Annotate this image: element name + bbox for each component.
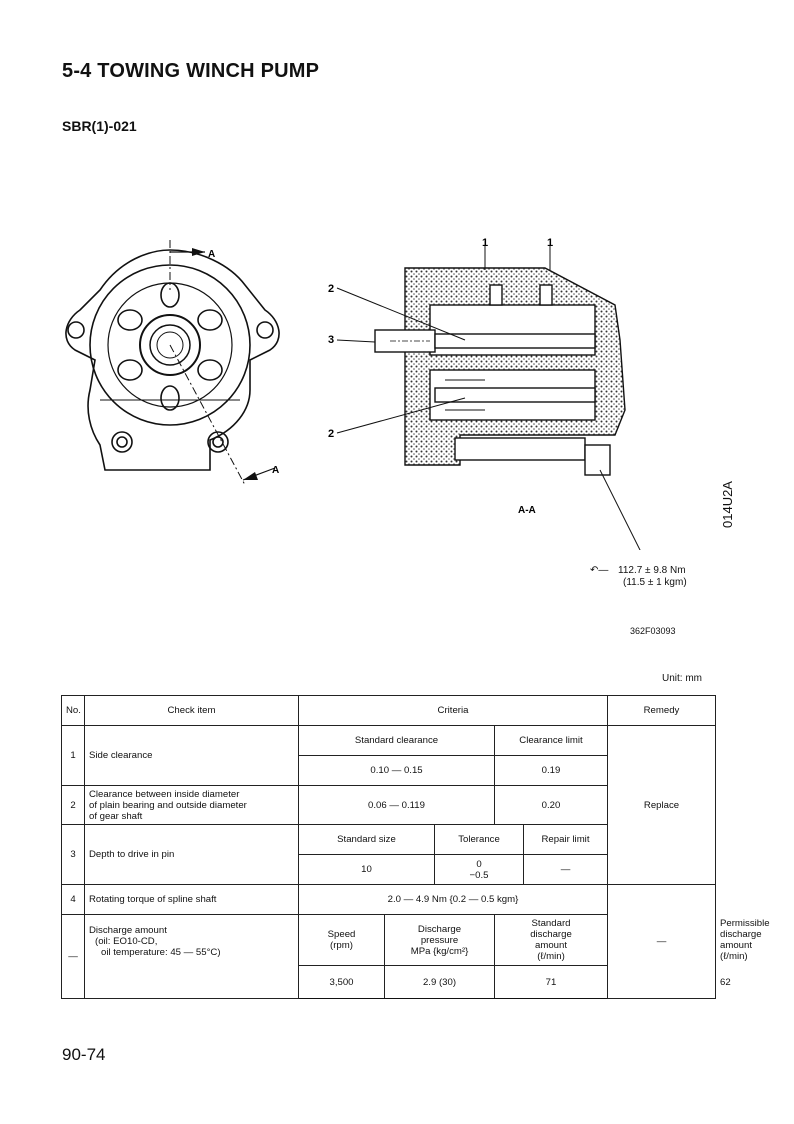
row3-tol: 0 −0.5: [434, 854, 524, 885]
row3-tol-upper: 0: [476, 858, 482, 870]
page-title: 5-4 TOWING WINCH PUMP: [62, 60, 320, 82]
callout-1-right: 1: [547, 237, 553, 249]
row2-item-l1: Clearance between inside diameter: [89, 788, 240, 800]
row3-no: 3: [61, 824, 85, 885]
callout-2-bottom: 2: [328, 428, 334, 440]
section-marker-top: A: [208, 249, 215, 260]
callout-1-left: 1: [482, 237, 488, 249]
row5-speed-l2: (rpm): [330, 940, 353, 951]
row2-item-l3: of gear shaft: [89, 810, 143, 822]
row5-speed-l1: Speed: [327, 929, 356, 940]
row5-std-amount-label: Standard discharge amount (ℓ/min): [494, 914, 608, 966]
unit-label: Unit: mm: [662, 673, 702, 684]
torque-line2: (11.5 ± 1 kgm): [623, 577, 687, 588]
row5-item-l3: oil temperature: 45 — 55°C): [101, 947, 221, 958]
header-no: No.: [61, 695, 85, 726]
row5-speed-label: Speed (rpm): [298, 914, 385, 966]
row2-no: 2: [61, 785, 85, 825]
pump-drawing: A A 1 1 2 3 2 A-A: [65, 237, 641, 550]
row4-item: Rotating torque of spline shaft: [84, 884, 299, 915]
remedy-replace: Replace: [607, 725, 716, 885]
row5-pdis-l1: Permissible: [720, 918, 770, 929]
spec-table: No. Check item Criteria Remedy 1 Side cl…: [61, 695, 770, 999]
row5-press-l2: pressure: [420, 934, 459, 946]
torque-line1: 112.7 ± 9.8 Nm: [618, 565, 686, 576]
row5-sdis-l1: Standard: [531, 918, 571, 929]
row5-pdis-l4: (ℓ/min): [720, 951, 748, 962]
front-view: [65, 240, 280, 486]
figure-code: 362F03093: [630, 626, 676, 636]
table-row: 1 Side clearance Standard clearance Clea…: [61, 725, 716, 885]
row4-value: 2.0 — 4.9 Nm {0.2 — 0.5 kgm}: [298, 884, 608, 915]
row5-press-l1: Discharge: [417, 923, 462, 935]
row5-pressure-label: Discharge pressure MPa {kg/cm²}: [384, 914, 495, 966]
torque-wrench-icon: ↶—: [590, 565, 609, 576]
section-view: [374, 245, 626, 476]
row3-repair: —: [523, 854, 608, 885]
model-code: SBR(1)-021: [62, 118, 137, 134]
row5-item-l2: (oil: EO10-CD,: [95, 936, 158, 947]
row5-sdis-l3: amount: [535, 940, 567, 951]
row1-std-label: Standard clearance: [298, 725, 495, 756]
row3-tol-lower: −0.5: [469, 869, 489, 881]
table-row: 4 Rotating torque of spline shaft 2.0 — …: [61, 884, 716, 999]
row3-item: Depth to drive in pin: [84, 824, 299, 885]
page-number: 90-74: [62, 1045, 106, 1064]
row1-limit-label: Clearance limit: [494, 725, 608, 756]
row5-speed: 3,500: [298, 965, 385, 999]
row3-size-label: Standard size: [298, 824, 435, 855]
header-criteria: Criteria: [298, 695, 608, 726]
torque-spec: ↶— 112.7 ± 9.8 Nm (11.5 ± 1 kgm): [590, 565, 687, 589]
callout-2-top: 2: [328, 283, 334, 295]
table-row: 3,500 2.9 (30) 71 62: [62, 965, 731, 999]
row3-size: 10: [298, 854, 435, 885]
row5-no: —: [61, 914, 85, 999]
row3-repair-label: Repair limit: [523, 824, 608, 855]
table-row: 0.10 — 0.15 0.19: [62, 755, 716, 786]
row5-sdis-l2: discharge: [530, 929, 572, 940]
row5-sdis-l4: (ℓ/min): [537, 951, 565, 962]
side-code: 014U2A: [720, 481, 735, 528]
callout-3: 3: [328, 334, 334, 346]
header-check-item: Check item: [84, 695, 299, 726]
row5-pressure: 2.9 (30): [384, 965, 495, 999]
table-row: 10 0 −0.5 —: [62, 854, 716, 885]
row5-pdis-l3: amount: [720, 940, 752, 951]
table-header-row: No. Check item Criteria Remedy: [61, 695, 716, 726]
row5-pdis-l2: discharge: [720, 929, 762, 940]
header-remedy: Remedy: [607, 695, 716, 726]
row2-item-l2: of plain bearing and outside diameter: [89, 799, 247, 811]
row5-std-amount: 71: [494, 965, 608, 999]
row5-press-l3: MPa {kg/cm²}: [410, 945, 469, 957]
row1-std: 0.10 — 0.15: [298, 755, 495, 786]
row2-item: Clearance between inside diameter of pla…: [84, 785, 299, 825]
row1-limit: 0.19: [494, 755, 608, 786]
section-label: A-A: [518, 505, 536, 516]
section-marker-bottom: A: [272, 465, 279, 476]
row5-remedy: —: [607, 884, 716, 999]
row5-item: Discharge amount (oil: EO10-CD, oil temp…: [84, 914, 299, 999]
callout-leaders: [336, 287, 641, 550]
row2-limit: 0.20: [494, 785, 608, 825]
row1-no: 1: [61, 725, 85, 786]
row1-item: Side clearance: [84, 725, 299, 786]
row3-tol-label: Tolerance: [434, 824, 524, 855]
row2-std: 0.06 — 0.119: [298, 785, 495, 825]
row5-item-l1: Discharge amount: [89, 925, 167, 936]
row4-no: 4: [61, 884, 85, 915]
